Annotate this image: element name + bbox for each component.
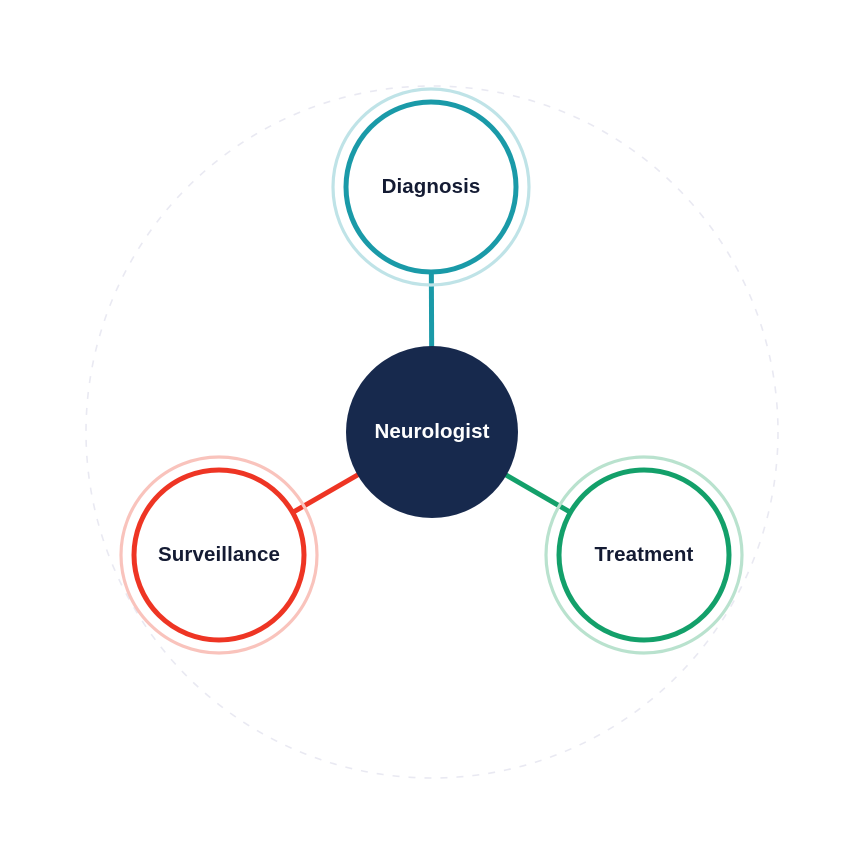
spoke-node-diagnosis[interactable] — [343, 99, 519, 275]
hub-node-neurologist[interactable] — [346, 346, 518, 518]
spoke-nodes-group — [131, 99, 732, 643]
spoke-halos-group — [119, 87, 744, 655]
spoke-halo-treatment — [544, 455, 744, 655]
spoke-node-surveillance[interactable] — [131, 467, 307, 643]
orbit-guide-circle — [85, 85, 779, 779]
spoke-node-treatment[interactable] — [556, 467, 732, 643]
connector-hub-to-surveillance — [289, 470, 363, 516]
connector-hub-to-treatment — [501, 470, 574, 516]
spoke-halo-surveillance — [119, 455, 319, 655]
spoke-halo-diagnosis — [331, 87, 531, 287]
